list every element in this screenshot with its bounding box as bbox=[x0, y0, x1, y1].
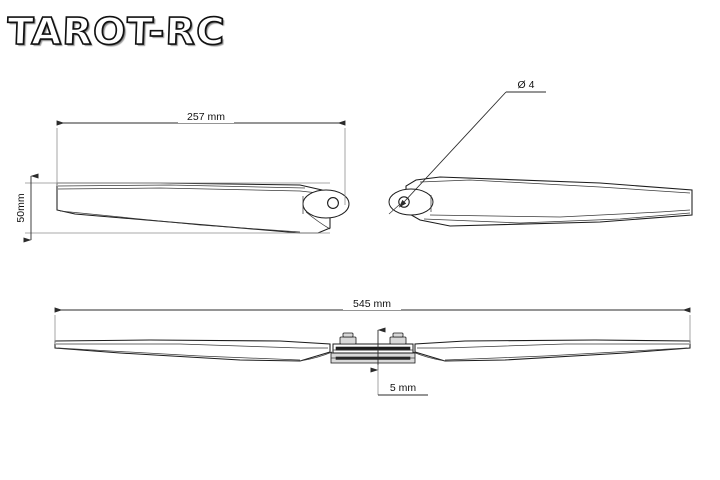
blade-right-hub-boss bbox=[388, 188, 434, 216]
dimension-545mm-label: 545 mm bbox=[353, 298, 391, 310]
assembly-blade-right-inner2 bbox=[444, 347, 688, 361]
view-propeller-assembly: 545 mm 5 mm bbox=[54, 297, 691, 396]
dimension-5mm-label: 5 mm bbox=[390, 382, 417, 394]
dimension-545mm: 545 mm bbox=[54, 297, 691, 344]
assembly-hub bbox=[330, 332, 416, 364]
assembly-blade-left-inner bbox=[56, 343, 328, 349]
dimension-50mm: 50mm bbox=[15, 173, 330, 243]
hub-bolt-left bbox=[339, 336, 357, 345]
assembly-blade-right bbox=[414, 339, 691, 362]
dimension-50mm-label: 50mm bbox=[15, 193, 27, 222]
hub-bolt-right bbox=[389, 336, 407, 345]
dimension-257mm: 257 mm bbox=[56, 110, 346, 205]
blade-right-hub-tail bbox=[388, 204, 400, 215]
blade-left-root-fillet bbox=[305, 211, 331, 230]
hub-bolt-right-cap bbox=[392, 332, 404, 338]
assembly-blade-left-fillet bbox=[299, 351, 333, 362]
dimension-bore-dia4: Ø 4 bbox=[398, 79, 546, 208]
blade-right-edge-bottom bbox=[423, 212, 691, 224]
blade-left-edge-top2 bbox=[57, 184, 306, 189]
assembly-blade-left bbox=[54, 339, 331, 362]
view-blade-right: Ø 4 bbox=[388, 79, 693, 227]
dimension-257mm-label: 257 mm bbox=[187, 111, 225, 123]
blade-right-edge-top bbox=[419, 179, 691, 194]
hub-bolt-left-cap bbox=[342, 332, 354, 338]
assembly-blade-right-inner bbox=[417, 343, 689, 349]
view-blade-left: 257 mm 50mm bbox=[15, 110, 350, 243]
blade-left-bore bbox=[327, 197, 339, 209]
dimension-bore-dia4-label: Ø 4 bbox=[518, 79, 535, 91]
dimension-5mm: 5 mm bbox=[370, 327, 428, 396]
blade-left-body bbox=[56, 182, 331, 234]
blade-left-edge-top bbox=[57, 187, 319, 194]
assembly-blade-left-inner2 bbox=[57, 347, 301, 361]
blade-right-edge-bottom2 bbox=[429, 209, 691, 218]
blade-left-hub-boss bbox=[302, 189, 350, 219]
blade-left-edge-bottom bbox=[59, 210, 301, 233]
